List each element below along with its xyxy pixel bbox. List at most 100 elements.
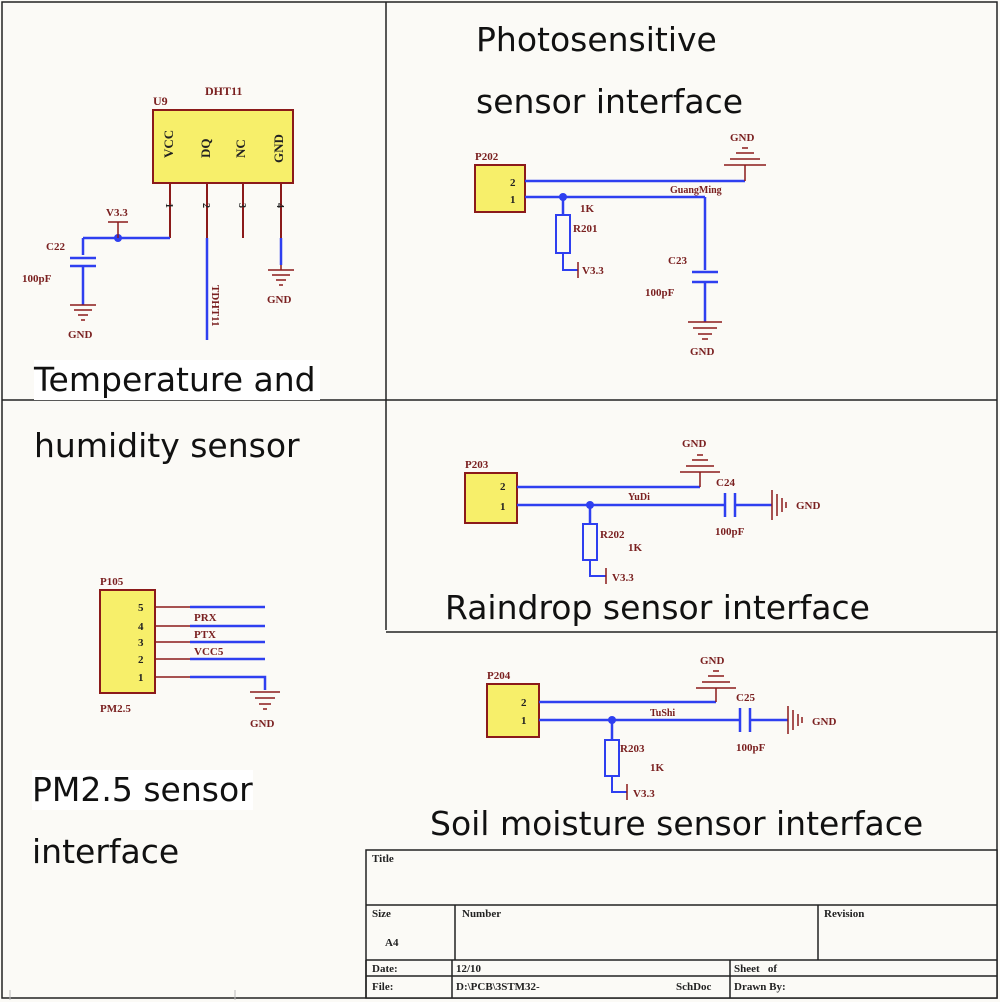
pin-number: 1 [138,672,144,684]
dht11-pin-number: 1 [163,203,174,208]
border-ticks [9,990,236,1000]
caption-pm25-line1: PM2.5 sensor [32,770,253,810]
dht11-pin-vcc: VCC [161,130,176,158]
dht11-pin-gnd: GND [271,134,286,163]
caption-temperature-line2: humidity sensor [34,426,300,465]
gnd-label: GND [796,500,821,512]
p204-connector [486,683,540,738]
v33-label: V3.3 [633,788,655,800]
p204-label: P204 [487,670,511,682]
size-value: A4 [385,937,399,949]
file-field: File: [372,981,393,993]
pin-number: 2 [510,177,516,189]
caption-photosensitive-line2: sensor interface [476,82,744,121]
ground-symbol [787,706,803,734]
pin-number: 1 [500,501,506,513]
dht11-component [152,109,294,184]
pm25-footer: PM2.5 [100,703,131,715]
pin-number: 3 [138,637,144,649]
res-label: R203 [620,743,645,755]
ground-symbol [250,691,280,710]
ground-symbol [688,321,722,340]
res-value: 1K [580,203,595,215]
cap-value: 100pF [715,526,745,538]
pin-number: 1 [510,194,516,206]
caption-pm25-line2: interface [32,832,180,871]
dht11-v33-label: V3.3 [106,207,128,219]
gnd-label: GND [250,718,275,730]
drawn-by-field: Drawn By: [734,981,786,993]
gnd-label: GND [68,329,93,341]
dht11-block: U9 DHT11 VCC DQ NC GND 1 2 3 4 V3 [22,84,294,341]
ground-symbol [268,269,294,286]
resistor-r202 [582,523,598,561]
size-field: Size [372,908,391,920]
net-label: PRX [194,612,217,624]
dht11-pin-nc: NC [233,139,248,158]
res-value: 1K [650,762,665,774]
dht11-pin-dq: DQ [198,139,213,159]
net-label: PTX [194,629,216,641]
net-label: GuangMing [670,185,722,196]
net-label: TuShi [650,708,675,719]
caption-raindrop: Raindrop sensor interface [445,588,870,627]
pin-number: 5 [138,602,144,614]
pin-number: 2 [521,697,527,709]
gnd-label: GND [267,294,292,306]
soil-block: P204 2 1 GND TuShi C25 100pF [486,655,837,800]
gnd-label: GND [812,716,837,728]
title-field: Title [372,853,394,865]
ground-symbol [724,147,766,166]
pin-number: 2 [138,654,144,666]
pm25-block: P105 PM2.5 5 4 3 2 1 PRX PTX VCC5 [99,576,280,730]
gnd-label: GND [690,346,715,358]
title-block-text: Title Size A4 Number Revision Date: 12/1… [372,853,864,993]
caption-soil-moisture: Soil moisture sensor interface [430,804,924,843]
rain-block: P203 2 1 GND YuDi C24 100pF [464,438,821,584]
dht11-designator: U9 [153,94,168,108]
dht11-dq-net: TDHT11 [209,285,221,327]
v33-label: V3.3 [612,572,634,584]
p203-label: P203 [465,459,489,471]
sheet-field: Sheet of [734,963,777,975]
caption-temperature-line1: Temperature and [34,360,320,400]
dht11-cap-value: 100pF [22,273,52,285]
cap-value: 100pF [736,742,766,754]
p203-connector [464,472,518,524]
pin-number: 2 [500,481,506,493]
ground-symbol [680,454,720,473]
resistor-r203 [604,739,620,777]
junction [586,501,594,509]
res-label: R201 [573,223,597,235]
title-block [365,849,998,999]
date-field: Date: [372,963,398,975]
gnd-label: GND [700,655,725,667]
caption-photosensitive-line1: Photosensitive [476,20,717,59]
schdoc-field: SchDoc [676,981,712,993]
res-label: R202 [600,529,625,541]
gnd-label: GND [730,132,755,144]
cap-label: C25 [736,692,755,704]
dht11-part: DHT11 [205,84,242,98]
resistor-r201 [555,214,571,254]
p105-label: P105 [100,576,124,588]
junction [559,193,567,201]
file-value: D:\PCB\3STM32- [456,981,540,993]
cap-value: 100pF [645,287,675,299]
net-label: YuDi [628,492,650,503]
dht11-pin-number: 3 [236,203,247,208]
cap-label: C24 [716,477,735,489]
ground-symbol [696,670,736,689]
p105-connector [99,589,156,694]
dht11-cap-label: C22 [46,241,65,253]
junction [608,716,616,724]
res-value: 1K [628,542,643,554]
dht11-pin-number: 4 [274,203,285,208]
number-field: Number [462,908,501,920]
v33-label: V3.3 [582,265,604,277]
p202-connector [474,164,526,213]
pin-number: 1 [521,715,527,727]
gnd-label: GND [682,438,707,450]
ground-symbol [70,304,96,321]
